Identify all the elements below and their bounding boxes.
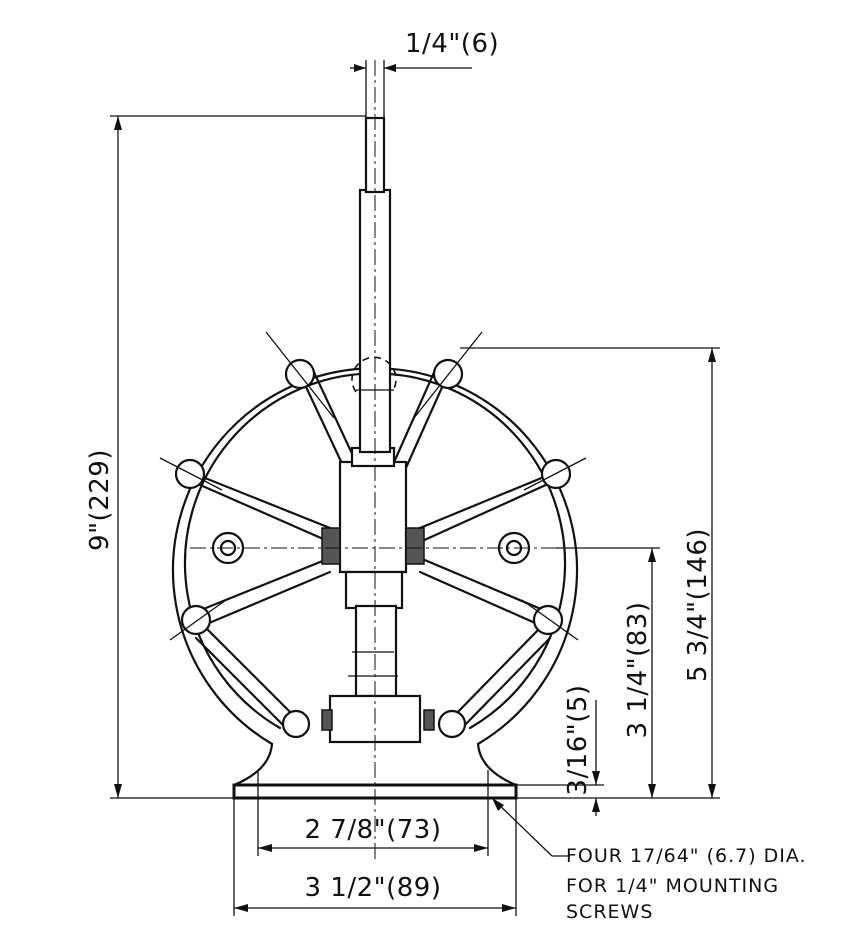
mounting-hole-note: FOUR 17/64" (6.7) DIA. FOR 1/4" MOUNTING… bbox=[491, 797, 807, 923]
dim-stem-diameter: 1/4"(6) bbox=[350, 29, 499, 118]
dim-center-height: 3 1/4"(83) bbox=[556, 547, 660, 798]
dim-overall-height: 9"(229) bbox=[85, 115, 366, 798]
note-line-3: SCREWS bbox=[566, 901, 653, 923]
dim-base-width: 3 1/2"(89) bbox=[233, 798, 517, 916]
central-column bbox=[321, 446, 435, 744]
dim-hole-spacing: 2 7/8"(73) bbox=[257, 798, 489, 856]
note-line-2: FOR 1/4" MOUNTING bbox=[566, 875, 779, 897]
radial-construction-lines bbox=[159, 331, 587, 641]
label-base-thickness: 3/16"(5) bbox=[563, 684, 593, 795]
label-overall-height: 9"(229) bbox=[85, 449, 115, 551]
label-center-height: 3 1/4"(83) bbox=[623, 602, 653, 739]
label-stem-diameter: 1/4"(6) bbox=[405, 29, 499, 59]
center-lines bbox=[190, 60, 556, 860]
dim-housing-height: 5 3/4"(146) bbox=[460, 347, 720, 798]
linkage-spokes bbox=[188, 366, 558, 730]
dim-base-thickness: 3/16"(5) bbox=[516, 684, 604, 816]
label-housing-height: 5 3/4"(146) bbox=[683, 528, 713, 682]
note-line-1: FOUR 17/64" (6.7) DIA. bbox=[566, 845, 807, 867]
handle-shaft bbox=[351, 116, 397, 454]
label-hole-spacing: 2 7/8"(73) bbox=[305, 815, 442, 845]
label-base-width: 3 1/2"(89) bbox=[305, 873, 442, 903]
